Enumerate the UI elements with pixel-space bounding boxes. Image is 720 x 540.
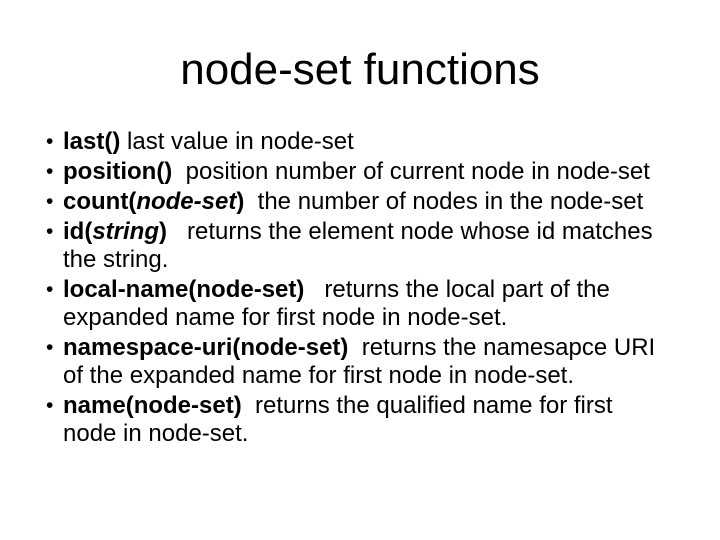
bullet-icon: • [46,336,54,359]
text-run: id( [63,218,93,245]
bullet-list: • last() last value in node-set • position(… [46,128,696,450]
text-run: last value in node-set [120,128,354,155]
text-run: expanded name for first node in node-set… [63,304,508,331]
bullet-icon: • [46,160,54,183]
bullet-text: position() position number of current no… [63,158,650,185]
bullet-item: • namespace-uri(node-set) returns the nam… [46,334,696,390]
bullet-text: name(node-set) returns the qualified nam… [63,392,613,447]
bullet-icon: • [46,190,54,213]
text-run: of the expanded name for first node in n… [63,362,574,389]
bullet-text: namespace-uri(node-set) returns the name… [63,334,655,389]
bullet-text: count(node-set) the number of nodes in t… [63,188,643,215]
text-run: namespace-uri(node-set) [63,334,349,361]
text-run: returns the local part of the [304,276,610,303]
text-run: string [92,218,159,245]
text-run: returns the namesapce URI [348,334,656,361]
text-run: position number of current node in node-… [172,158,650,185]
text-run: local-name(node-set) [63,276,305,303]
bullet-icon: • [46,220,54,243]
bullet-text: id(string) returns the element node whos… [63,218,653,273]
text-run: ) [159,218,167,245]
bullet-item: • name(node-set) returns the qualified na… [46,392,696,448]
bullet-icon: • [46,278,54,301]
text-run: count( [63,188,137,215]
bullet-item: • id(string) returns the element node who… [46,218,696,274]
bullet-text: local-name(node-set) returns the local p… [63,276,610,331]
bullet-icon: • [46,130,54,153]
text-run: last() [63,128,121,155]
text-run: name(node-set) [63,392,242,419]
text-run: the string. [63,246,169,273]
bullet-text: last() last value in node-set [63,128,354,155]
text-run: returns the qualified name for first [241,392,613,419]
text-run: position() [63,158,173,185]
bullet-item: • last() last value in node-set [46,128,696,156]
bullet-icon: • [46,394,54,417]
text-run: node-set [136,188,237,215]
bullet-item: • count(node-set) the number of nodes in … [46,188,696,216]
text-run: node in node-set. [63,420,249,447]
bullet-item: • position() position number of current n… [46,158,696,186]
bullet-item: • local-name(node-set) returns the local … [46,276,696,332]
slide-title: node-set functions [180,45,540,94]
text-run: ) [236,188,245,215]
text-run: the number of nodes in the node-set [244,188,644,215]
text-run: returns the element node whose id matche… [167,218,653,245]
